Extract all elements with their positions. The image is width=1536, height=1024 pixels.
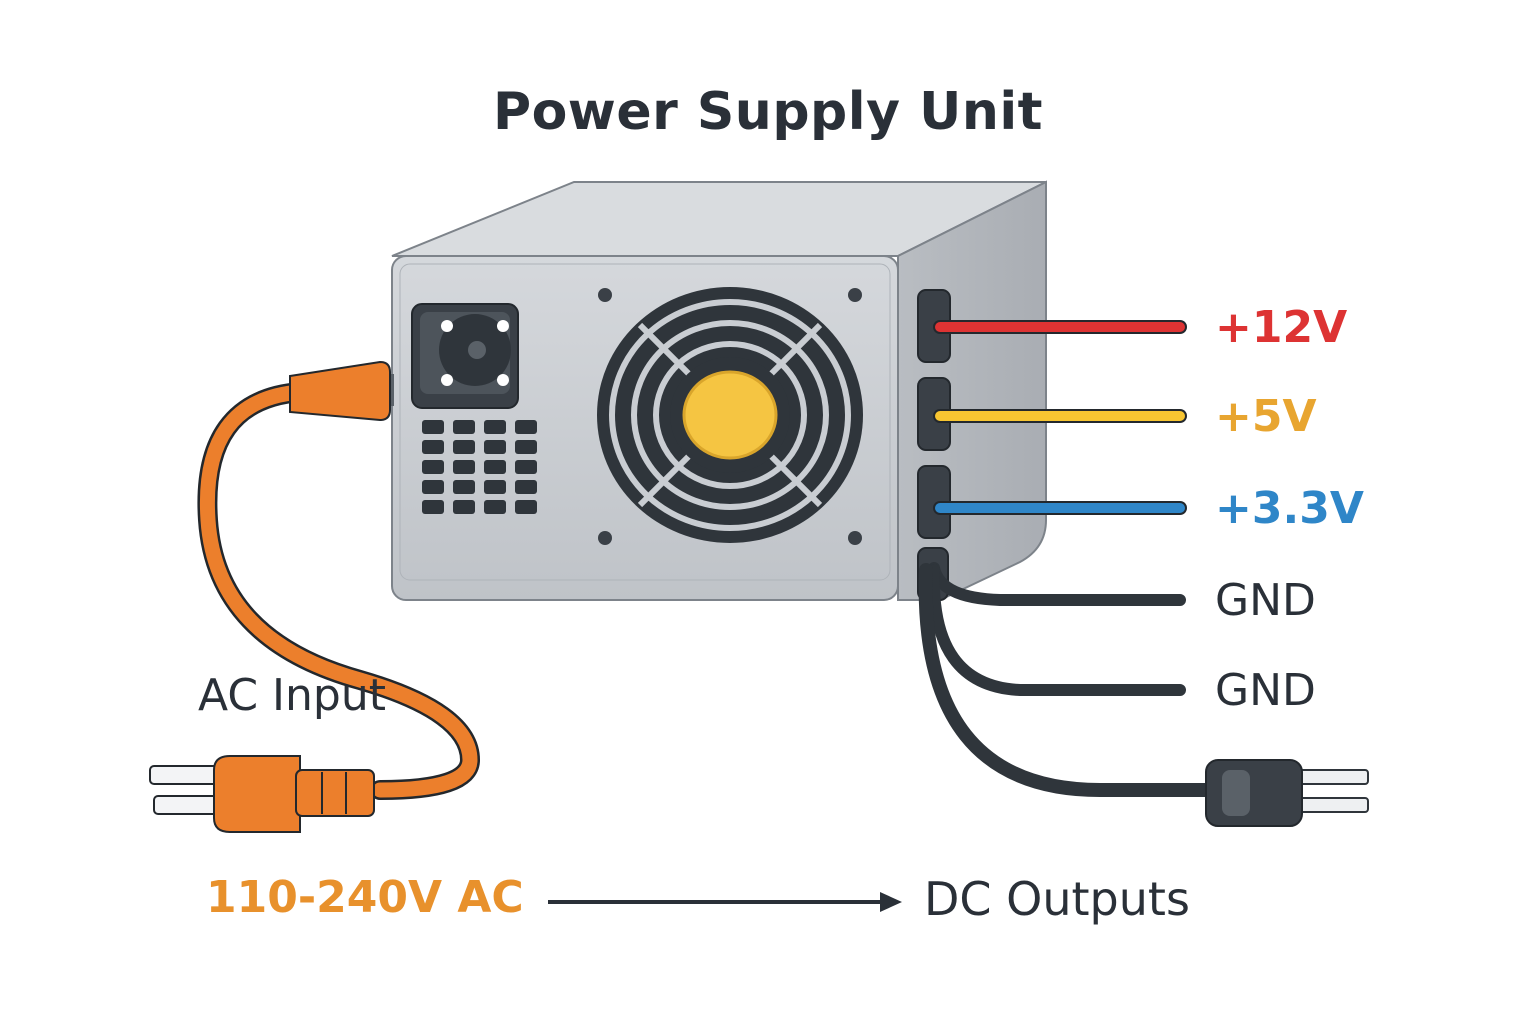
vent-slot: [515, 420, 537, 434]
vent-slot: [453, 460, 475, 474]
iec-connector: [289, 360, 391, 422]
vent-slot: [484, 480, 506, 494]
diagram-title: Power Supply Unit: [492, 82, 1044, 142]
rail-label-5v: +5V: [1215, 391, 1317, 442]
dc-wires: [918, 320, 1217, 797]
dc-cable: [918, 563, 1217, 797]
dc-outputs-label: DC Outputs: [924, 872, 1190, 926]
vent-slot: [453, 500, 475, 514]
screw-icon: [598, 531, 612, 545]
vent-slot: [515, 440, 537, 454]
vent-slot: [484, 460, 506, 474]
vent-slot: [453, 440, 475, 454]
screws: [598, 288, 862, 545]
ac-cable: [197, 360, 481, 800]
screw-icon: [848, 288, 862, 302]
vent-slot: [484, 420, 506, 434]
iec-socket-icon: [411, 303, 519, 409]
vent-slot: [422, 500, 444, 514]
screw-icon: [848, 531, 862, 545]
vent-grid: [422, 420, 537, 514]
screw-icon: [598, 288, 612, 302]
fan-grille-icon: [597, 287, 863, 543]
vent-slot: [515, 480, 537, 494]
vent-slot: [422, 440, 444, 454]
vent-slot: [422, 460, 444, 474]
dc-plug-icon: [1205, 759, 1369, 827]
ac-plug-icon: [149, 755, 375, 833]
vent-slot: [515, 460, 537, 474]
vent-slot: [484, 500, 506, 514]
vent-slot: [453, 420, 475, 434]
rail-label-12v: +12V: [1215, 302, 1348, 353]
vent-slot: [422, 480, 444, 494]
input-voltage-range: 110-240V AC: [206, 872, 524, 923]
right-arrow-icon: [548, 892, 902, 912]
vent-slot: [484, 440, 506, 454]
vent-slot: [515, 500, 537, 514]
rail-label-gnd-2: GND: [1215, 665, 1316, 716]
vent-slot: [422, 420, 444, 434]
connector-blocks: [917, 289, 951, 601]
wire-gnd-2: [927, 564, 1186, 696]
rail-label-gnd-1: GND: [1215, 575, 1316, 626]
vent-slot: [453, 480, 475, 494]
ac-input-label: AC Input: [198, 670, 386, 721]
fan-hub: [682, 370, 778, 460]
rail-label-3v3: +3.3V: [1215, 483, 1364, 534]
